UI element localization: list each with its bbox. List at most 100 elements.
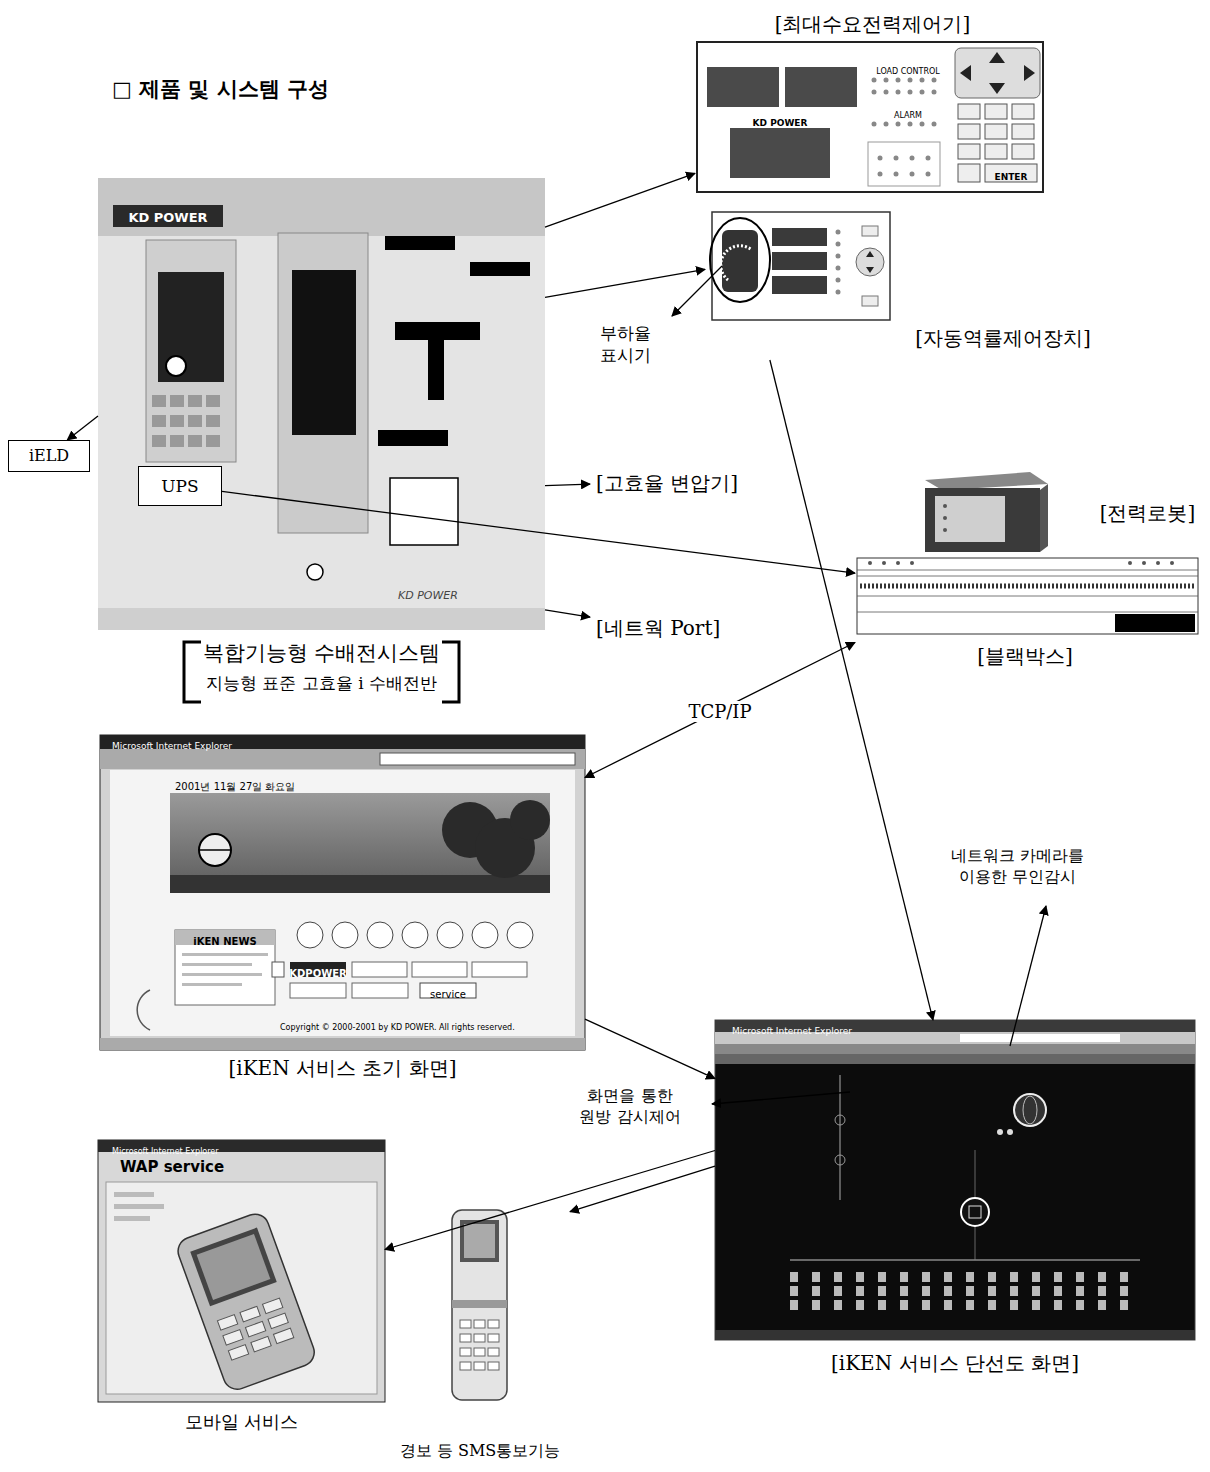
single-line-screen-screenshot <box>715 1330 1195 1340</box>
demand-controller-device <box>920 122 925 127</box>
mobile-screenshot <box>106 1182 377 1394</box>
sms-phone <box>488 1362 499 1370</box>
single-line-screen-screenshot <box>812 1272 820 1282</box>
power-factor-controller-device <box>862 296 878 306</box>
bracket-label: [네트웍 Port] <box>590 613 726 643</box>
initial-screen-screenshot <box>182 973 262 976</box>
part-label: [iKEN 서비스 단선도 화면] <box>831 1351 1079 1375</box>
initial-screen-screenshot <box>182 953 268 956</box>
annotation-label: Microsoft Internet Explorer <box>112 741 232 751</box>
switchgear-cabinet-photo <box>170 395 184 407</box>
text-holder: Microsoft Internet Explorer <box>112 1140 219 1158</box>
part-label: 경보 등 SMS통보기능 <box>400 1441 560 1460</box>
bracket-label: [고효율 변압기] <box>590 468 744 498</box>
part-label: [iKEN 서비스 초기 화면] <box>228 1056 456 1080</box>
demand-controller-device <box>932 90 937 95</box>
initial-screen-screenshot <box>380 753 575 765</box>
demand-controller-device <box>1012 124 1034 139</box>
annotation-label: 2001년 11월 27일 화요일 <box>175 781 295 792</box>
sms-phone <box>460 1348 471 1356</box>
switchgear-cabinet-photo <box>390 478 458 545</box>
initial-screen-screenshot <box>100 749 585 769</box>
black-box-device <box>1128 561 1132 565</box>
labeled-box: iELD <box>8 440 90 472</box>
single-line-screen-screenshot <box>1032 1300 1040 1310</box>
single-line-screen-screenshot <box>944 1300 952 1310</box>
single-line-screen-screenshot <box>715 1020 1195 1340</box>
single-line-screen-screenshot <box>1076 1300 1084 1310</box>
mobile-screenshot <box>114 1204 164 1209</box>
annotation-label: ALARM <box>894 111 922 120</box>
connector-arrow <box>545 173 695 227</box>
switchgear-cabinet-photo <box>152 395 166 407</box>
mobile-screenshot <box>114 1216 150 1221</box>
initial-screen-screenshot <box>402 922 428 948</box>
single-line-screen-screenshot <box>1032 1286 1040 1296</box>
sms-phone <box>452 1210 507 1400</box>
text-holder: LOAD CONTROL <box>866 60 950 78</box>
connector-arrow <box>385 1151 715 1250</box>
demand-controller-device <box>908 78 913 83</box>
power-factor-controller-device <box>862 226 878 236</box>
demand-controller-device <box>932 78 937 83</box>
single-line-screen-screenshot <box>812 1286 820 1296</box>
switchgear-cabinet-photo <box>378 430 448 446</box>
single-line-screen-screenshot <box>997 1129 1003 1135</box>
switchgear-cabinet-photo <box>98 178 545 236</box>
labeled-box: UPS <box>138 466 222 506</box>
text-holder: [iKEN 서비스 단선도 화면] <box>715 1350 1195 1376</box>
single-line-screen-screenshot <box>715 1044 1195 1054</box>
sms-phone <box>488 1320 499 1328</box>
node-text: [네트웍 Port] <box>596 615 720 641</box>
text-holder: 화면을 통한 원방 감시제어 <box>574 1086 686 1128</box>
single-line-screen-screenshot <box>922 1286 930 1296</box>
text-holder: Copyright © 2000-2001 by KD POWER. All r… <box>280 1016 515 1034</box>
sms-phone <box>460 1334 471 1342</box>
demand-controller-device <box>707 67 779 107</box>
single-line-screen-screenshot <box>715 1054 1195 1064</box>
demand-controller-device <box>884 78 889 83</box>
sms-phone <box>474 1362 485 1370</box>
sms-phone <box>488 1334 499 1342</box>
annotation-label: WAP service <box>120 1158 224 1176</box>
mobile-screenshot <box>217 1315 237 1331</box>
demand-controller-device <box>910 156 915 161</box>
demand-controller-device <box>896 78 901 83</box>
demand-controller-device <box>730 128 830 178</box>
power-factor-controller-device <box>772 228 827 246</box>
single-line-screen-screenshot <box>878 1286 886 1296</box>
text-holder: 복합기능형 수배전시스템 <box>98 640 545 667</box>
text-holder: 모바일 서비스 <box>98 1410 385 1433</box>
switchgear-cabinet-photo <box>98 178 545 702</box>
text-holder: KDPOWER <box>286 963 350 981</box>
mobile-screenshot <box>197 1234 271 1300</box>
black-box-device <box>857 558 1198 634</box>
single-line-screen-screenshot <box>839 1075 841 1200</box>
initial-screen-screenshot <box>297 922 323 948</box>
switchgear-cabinet-photo <box>428 340 444 400</box>
annotation-label: 네트워크 카메라를 이용한 무인감시 <box>951 846 1084 886</box>
initial-screen-screenshot <box>137 990 150 1030</box>
annotation-label: KD POWER <box>128 210 207 225</box>
text-holder: [최대수요전력제어기] <box>695 11 1050 37</box>
power-factor-controller-device <box>836 254 841 259</box>
demand-controller-device <box>989 52 1005 63</box>
switchgear-cabinet-photo <box>206 415 220 427</box>
demand-controller-device <box>894 156 899 161</box>
demand-controller-device <box>958 144 980 159</box>
demand-controller-device <box>910 172 915 177</box>
demand-controller-device <box>958 104 980 119</box>
switchgear-cabinet-photo <box>113 205 223 227</box>
power-robot-device <box>943 528 947 532</box>
initial-screen-screenshot <box>297 922 533 948</box>
demand-controller-device <box>932 122 937 127</box>
initial-screen-screenshot <box>170 875 550 893</box>
text-holder: 2001년 11월 27일 화요일 <box>175 776 295 794</box>
sms-phone <box>460 1362 471 1370</box>
black-box-device <box>857 558 1198 634</box>
demand-controller-device <box>697 42 1043 192</box>
connector-arrow <box>770 360 933 1020</box>
power-robot-device <box>943 504 947 508</box>
part-label: [자동역률제어장치] <box>915 326 1091 350</box>
initial-screen-screenshot <box>367 922 393 948</box>
